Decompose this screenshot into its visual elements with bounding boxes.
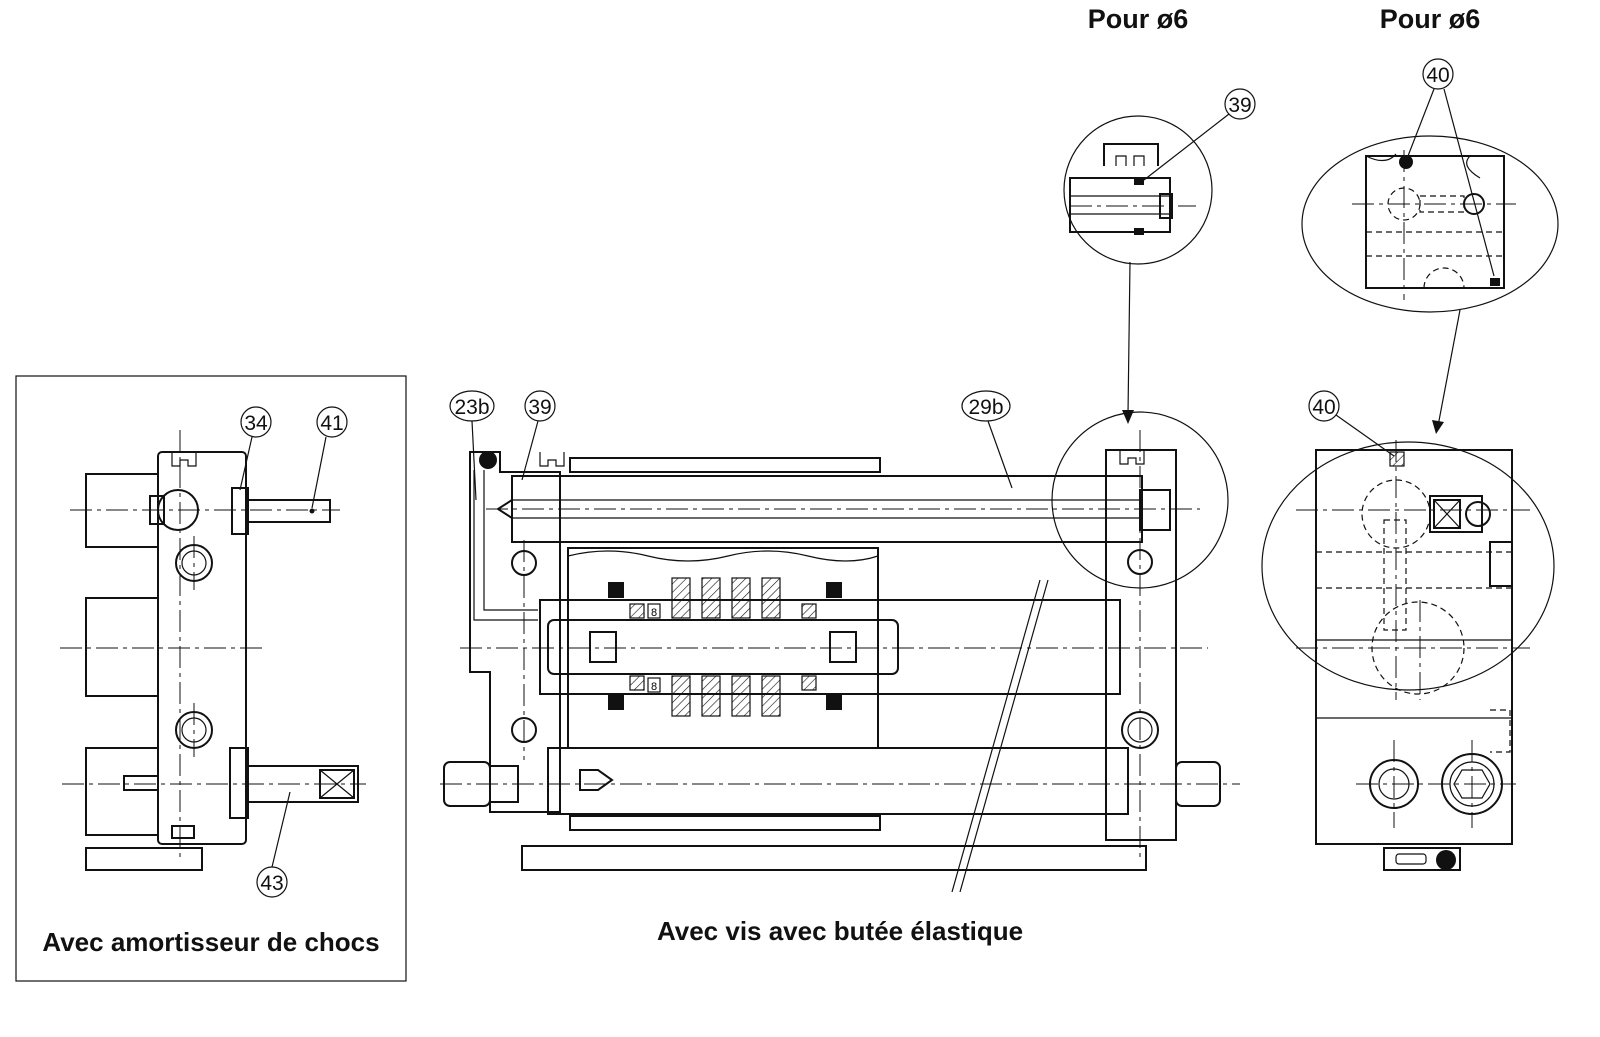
- caption-elastic-stop: Avec vis avec butée élastique: [657, 916, 1023, 946]
- detail-view-right: 40: [1301, 58, 1559, 434]
- shock-absorber-view: 34 41 43 Avec amortisseur de chocs: [15, 375, 407, 982]
- callout-39-main: 39: [528, 396, 551, 419]
- callout-29b: 29b: [968, 396, 1003, 419]
- detail-title-left: Pour ø6: [1088, 4, 1189, 34]
- callout-34: 34: [244, 412, 268, 435]
- callout-40-top: 40: [1426, 64, 1449, 87]
- mark-8-lower: 8: [651, 681, 657, 693]
- callout-41: 41: [320, 412, 343, 435]
- callout-39-detail: 39: [1228, 94, 1251, 117]
- detail-title-right: Pour ø6: [1380, 4, 1481, 34]
- callout-40-side: 40: [1312, 396, 1335, 419]
- detail-view-left: 39: [1063, 88, 1256, 424]
- elastic-stop-view: 8 8 23b 39 29b: [440, 390, 1240, 946]
- panel-frame: [15, 375, 407, 982]
- mark-8-upper: 8: [651, 607, 657, 619]
- side-view: 40: [1261, 390, 1555, 871]
- caption-shock-absorber: Avec amortisseur de chocs: [42, 927, 379, 957]
- callout-23b: 23b: [454, 396, 489, 419]
- callout-43: 43: [260, 872, 283, 895]
